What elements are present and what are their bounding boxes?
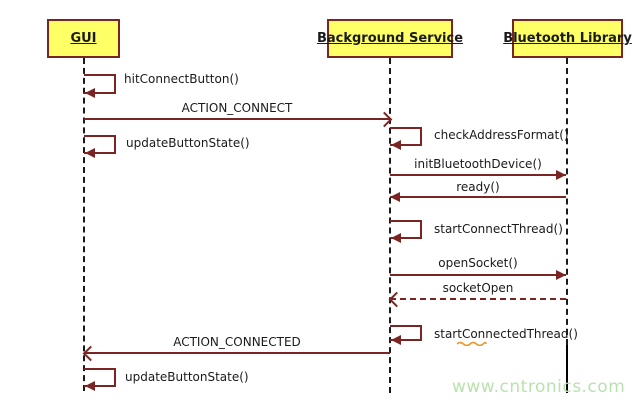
filled-arrowhead-icon bbox=[391, 233, 401, 243]
message-label: updateButtonState() bbox=[126, 136, 250, 150]
lifeline-background-service bbox=[389, 58, 391, 393]
message-line bbox=[390, 196, 566, 198]
message-label: ready() bbox=[456, 180, 500, 194]
filled-arrowhead-icon bbox=[85, 88, 95, 98]
actor-label-gui: GUI bbox=[70, 31, 97, 46]
message-line bbox=[390, 174, 566, 176]
self-message-loop bbox=[390, 220, 422, 239]
actor-box-background-service: Background Service bbox=[317, 19, 463, 58]
filled-arrowhead-icon bbox=[556, 270, 566, 280]
actor-label-background-service: Background Service bbox=[316, 31, 464, 46]
message-label: socketOpen bbox=[442, 281, 514, 295]
message-label: hitConnectButton() bbox=[124, 72, 239, 86]
filled-arrowhead-icon bbox=[85, 381, 95, 391]
actor-label-bluetooth-library: Bluetooth Library bbox=[503, 31, 632, 46]
actor-box-bluetooth-library: Bluetooth Library bbox=[503, 19, 632, 58]
self-message-loop bbox=[84, 368, 116, 387]
self-message-loop bbox=[84, 135, 116, 154]
self-message-loop bbox=[84, 74, 116, 94]
filled-arrowhead-icon bbox=[556, 170, 566, 180]
message-label: checkAddressFormat() bbox=[434, 128, 569, 142]
message-label: ACTION_CONNECT bbox=[181, 101, 293, 115]
message-line bbox=[84, 118, 390, 120]
message-label: ACTION_CONNECTED bbox=[173, 335, 301, 349]
actor-box-gui: GUI bbox=[47, 19, 120, 58]
message-label: openSocket() bbox=[438, 256, 518, 270]
filled-arrowhead-icon bbox=[390, 192, 400, 202]
filled-arrowhead-icon bbox=[391, 140, 401, 150]
message-line bbox=[390, 274, 566, 276]
lifeline-bluetooth-library-solid-segment bbox=[566, 345, 568, 393]
filled-arrowhead-icon bbox=[85, 148, 95, 158]
lifeline-gui bbox=[83, 58, 85, 391]
filled-arrowhead-icon bbox=[391, 335, 401, 345]
self-message-loop bbox=[390, 325, 422, 341]
self-message-loop bbox=[390, 127, 422, 146]
message-label: updateButtonState() bbox=[125, 370, 249, 384]
message-label: startConnectThread() bbox=[434, 222, 563, 236]
message-line-dashed bbox=[390, 298, 566, 300]
watermark: www.cntronics.com bbox=[452, 377, 626, 397]
spellcheck-squiggle-icon bbox=[456, 341, 487, 346]
lifeline-bluetooth-library bbox=[566, 58, 568, 345]
message-label: startConnectedThread() bbox=[434, 327, 578, 341]
message-label: initBluetoothDevice() bbox=[414, 157, 542, 171]
message-line bbox=[84, 352, 390, 354]
